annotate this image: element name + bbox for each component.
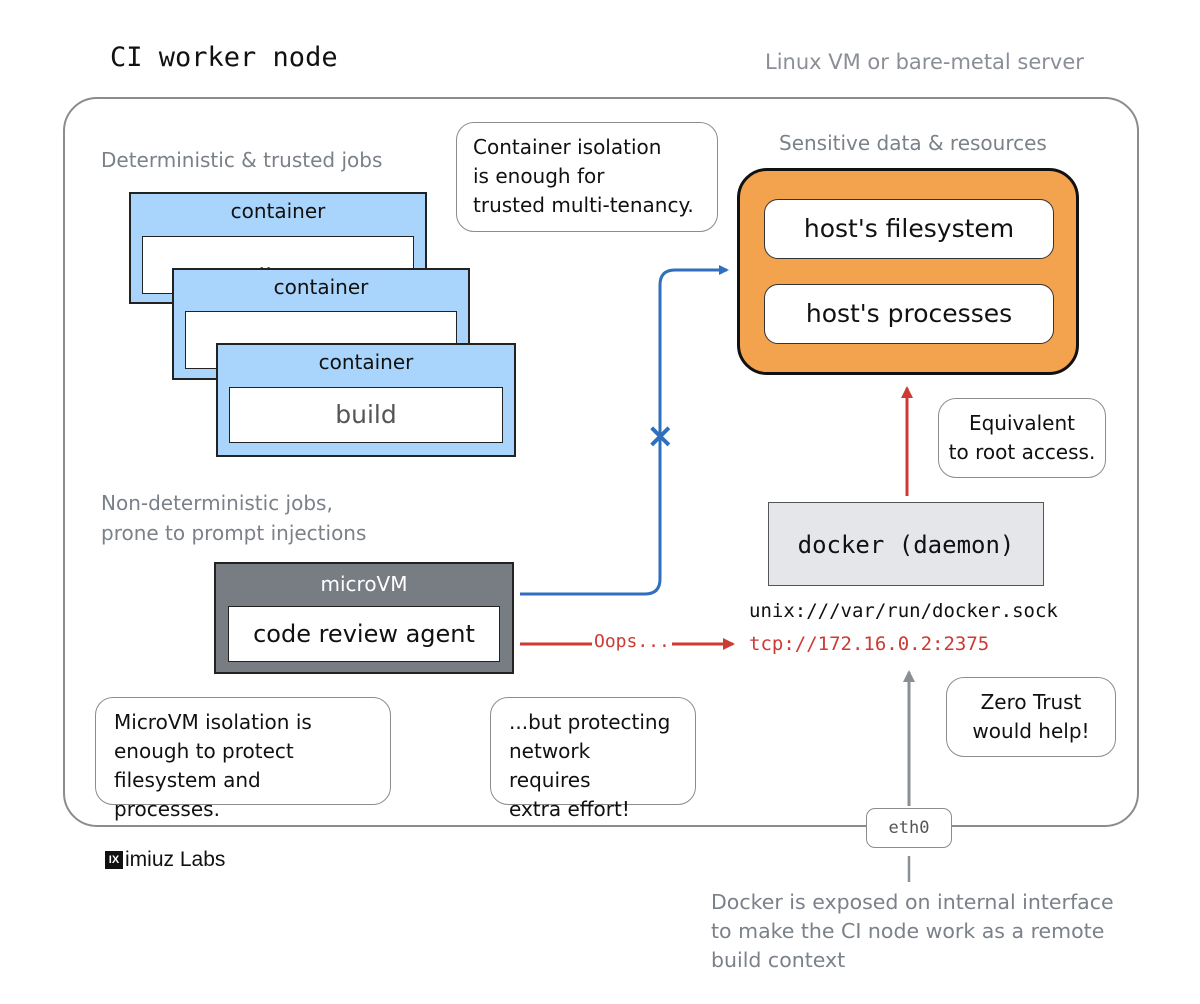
- sensitive-label: Sensitive data & resources: [779, 131, 1047, 155]
- brand-name: imiuz Labs: [125, 848, 226, 871]
- oops-label: Oops...: [592, 631, 672, 652]
- caption-line: build context: [711, 948, 846, 972]
- note-line: network requires: [509, 739, 591, 792]
- sensitive-resources-box: host's filesystem host's processes: [737, 168, 1079, 375]
- container-caption: container: [273, 275, 369, 299]
- ci-worker-node-frame: [63, 97, 1139, 827]
- brand: IX imiuz Labs: [105, 848, 225, 872]
- microvm-box: microVM code review agent: [214, 562, 514, 674]
- iximiuz-logo-icon: IX: [105, 851, 123, 869]
- blocked-x-icon: ×: [646, 416, 675, 456]
- note-line: to root access.: [948, 440, 1096, 464]
- label-line: Non-deterministic jobs,: [101, 491, 333, 515]
- note-line: ...but protecting: [509, 710, 671, 734]
- note-line: trusted multi-tenancy.: [473, 193, 694, 217]
- blocked-access-arrow: [520, 265, 729, 596]
- host-filesystem: host's filesystem: [764, 199, 1054, 259]
- note-line: Equivalent: [968, 411, 1076, 435]
- caption-line: to make the CI node work as a remote: [711, 919, 1105, 943]
- zero-trust-note: Zero Trust would help!: [946, 677, 1116, 757]
- note-line: enough to protect: [114, 739, 294, 763]
- job-build: build: [229, 387, 503, 443]
- note-line: Zero Trust: [980, 690, 1082, 714]
- microvm-isolation-note: MicroVM isolation is enough to protect f…: [95, 697, 391, 821]
- host-processes: host's processes: [764, 284, 1054, 344]
- note-line: would help!: [972, 719, 1090, 743]
- trusted-jobs-label: Deterministic & trusted jobs: [101, 148, 383, 172]
- container-caption: container: [230, 199, 326, 223]
- microvm-caption: microVM: [320, 572, 408, 596]
- host-type-label: Linux VM or bare-metal server: [765, 50, 1084, 74]
- tcp-socket: tcp://172.16.0.2:2375: [749, 633, 990, 655]
- caption-line: Docker is exposed on internal interface: [711, 890, 1114, 914]
- container-build: container build: [216, 343, 516, 457]
- note-line: MicroVM isolation is: [114, 710, 312, 734]
- page-title: CI worker node: [110, 42, 338, 73]
- container-isolation-note: Container isolation is enough for truste…: [456, 122, 718, 232]
- docker-daemon: docker (daemon): [768, 502, 1044, 586]
- unix-socket: unix:///var/run/docker.sock: [749, 600, 1058, 622]
- root-access-note: Equivalent to root access.: [938, 398, 1106, 478]
- code-review-agent: code review agent: [228, 606, 500, 662]
- note-line: filesystem and processes.: [114, 768, 261, 821]
- label-line: prone to prompt injections: [101, 521, 367, 545]
- network-effort-note: ...but protecting network requires extra…: [490, 697, 696, 821]
- eth0-interface: eth0: [866, 808, 952, 848]
- untrusted-jobs-label: Non-deterministic jobs, prone to prompt …: [101, 488, 366, 548]
- note-line: extra effort!: [509, 797, 630, 821]
- note-line: Container isolation: [473, 135, 662, 159]
- container-caption: container: [318, 350, 414, 374]
- note-line: is enough for: [473, 164, 605, 188]
- exposure-caption: Docker is exposed on internal interface …: [711, 888, 1114, 975]
